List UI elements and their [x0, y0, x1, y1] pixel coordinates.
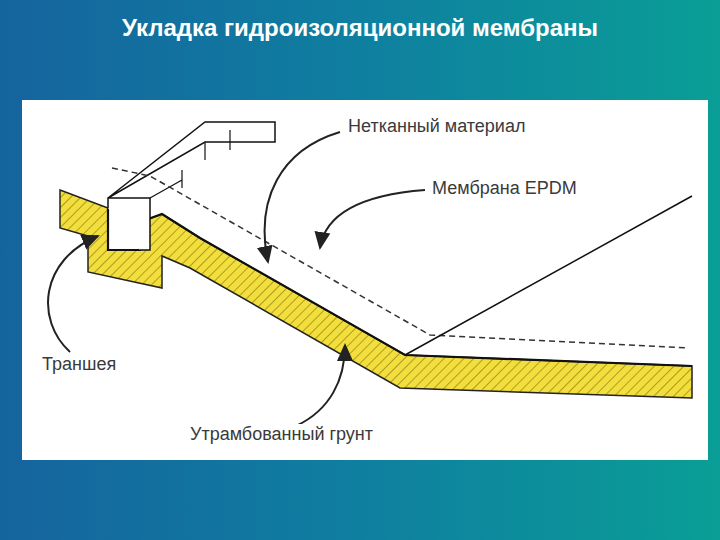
slide-title: Укладка гидроизоляционной мембраны: [0, 14, 720, 42]
material-label: Нетканный материал: [346, 116, 527, 137]
soil-band: [60, 190, 692, 398]
leader-trench: [48, 236, 98, 352]
trench-anchor: [108, 122, 275, 250]
material-label: Мембрана EPDM: [430, 178, 579, 199]
material-label: Утрамбованный грунт: [188, 424, 375, 445]
membrane-edge: [405, 196, 692, 355]
anchor-detail: [150, 130, 230, 198]
part-label: Траншея: [40, 354, 118, 375]
leader-nonwoven: [265, 132, 340, 262]
membrane-sheet: [108, 208, 692, 366]
leader-epdm: [320, 190, 425, 248]
nonwoven-line: [112, 168, 688, 348]
leader-soil: [296, 345, 345, 426]
